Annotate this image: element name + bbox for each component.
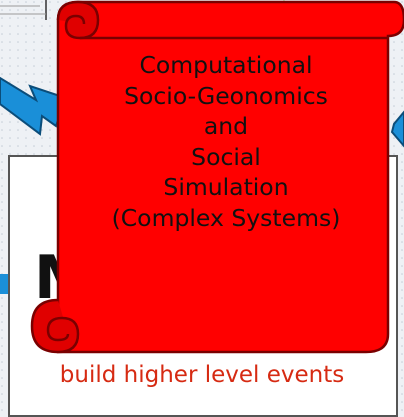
scroll-line: (Complex Systems): [111, 203, 341, 232]
scroll-line: Social: [191, 142, 261, 171]
scroll-bottom-curl: [30, 298, 80, 354]
lower-node-red-text: build higher level events: [59, 362, 345, 388]
scroll-line: Simulation: [163, 173, 289, 201]
scroll-text-block: Computational Socio-Geonomics and Social…: [84, 50, 368, 233]
blue-marker: [0, 274, 8, 294]
blue-arrow-right: [390, 110, 404, 148]
blue-arrow-left: [0, 76, 68, 136]
scroll-line: and: [203, 112, 249, 140]
scroll-line: Computational: [139, 51, 313, 79]
scroll-line: Socio-Geonomics: [124, 81, 328, 110]
